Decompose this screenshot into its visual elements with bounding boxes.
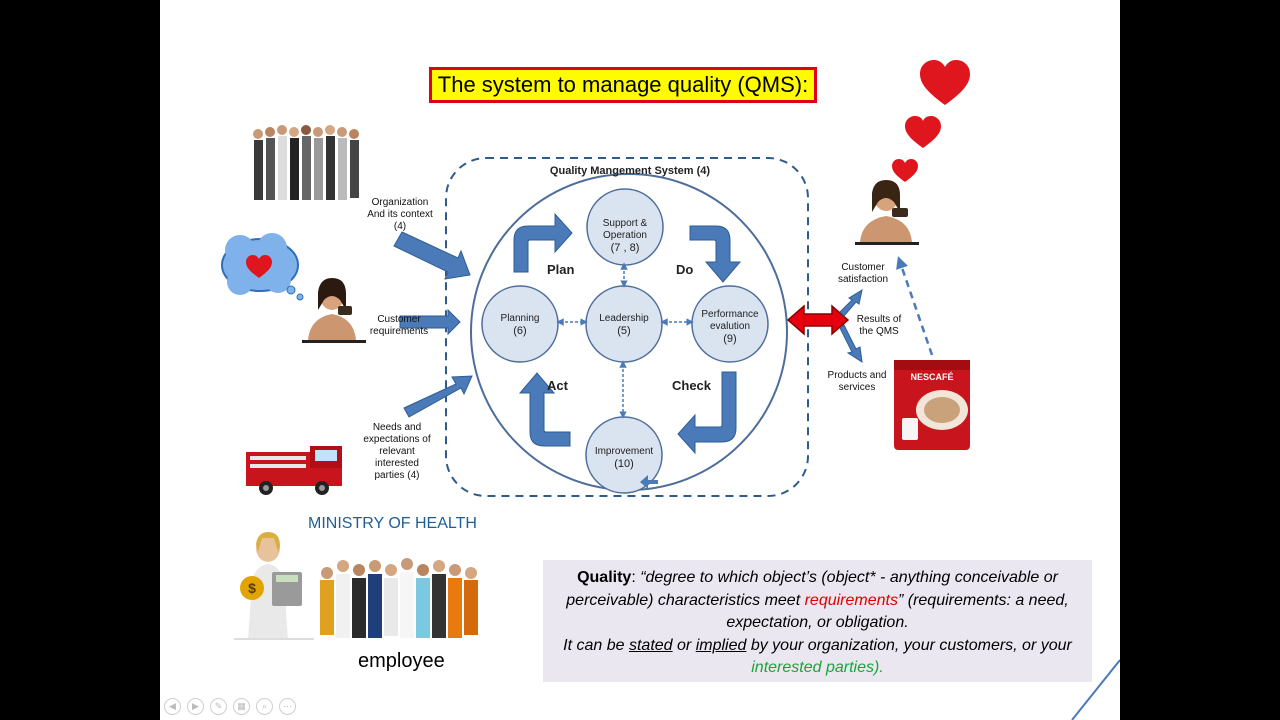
zoom-icon[interactable]: ⌕: [256, 698, 273, 715]
slide-title: The system to manage quality (QMS):: [429, 67, 817, 103]
fire-truck-image: [246, 446, 342, 495]
nescafe-product-image: NESCAFÉ: [894, 360, 970, 450]
stated-word: stated: [628, 636, 673, 654]
interested-parties-word: interested parties).: [751, 659, 884, 676]
customer-input-arrow: [399, 308, 461, 336]
products-output-arrow: [839, 324, 863, 364]
business-woman-image: $: [234, 532, 314, 640]
customer-satisfaction-label: Customer satisfaction: [837, 262, 889, 285]
plan-label: Plan: [547, 262, 575, 277]
slides-grid-icon[interactable]: ▦: [233, 698, 250, 715]
satisfaction-output-arrow: [839, 288, 863, 317]
product-to-customer-arrow: [896, 256, 934, 356]
thought-cloud-icon: [221, 233, 304, 301]
customer-woman-image: [302, 278, 366, 343]
customer-requirements-label: Customer requirements: [369, 314, 429, 337]
next-slide-icon[interactable]: ▶: [187, 698, 204, 715]
leadership-node-label: Leadership (5): [599, 313, 649, 337]
needs-input-arrow: [403, 375, 473, 418]
slideshow-controls: ◀ ▶ ✎ ▦ ⌕ ⋯: [164, 698, 296, 715]
improvement-node-label: Improvement (10): [594, 446, 654, 470]
qms-diagram: NESCAFÉ $: [221, 60, 1120, 720]
more-options-icon[interactable]: ⋯: [279, 698, 296, 715]
do-label: Do: [676, 262, 694, 277]
svg-text:$: $: [248, 580, 256, 596]
satisfied-customer-image: [855, 180, 919, 245]
qms-heading: Quality Mangement System (4): [549, 165, 711, 177]
previous-slide-icon[interactable]: ◀: [164, 698, 181, 715]
organization-people-image: [250, 118, 365, 206]
performance-node-label: Performance evalution (9): [701, 309, 759, 345]
results-of-qms-label: Results of the QMS: [856, 314, 902, 337]
pen-icon[interactable]: ✎: [210, 698, 227, 715]
do-arrow: [689, 225, 742, 283]
improvement-small-arrow: [640, 475, 658, 489]
products-services-label: Products and services: [827, 370, 887, 393]
act-label: Act: [547, 378, 568, 393]
heart-large-icon: [920, 60, 970, 105]
quality-definition-part1: “degree to which object’s (object* - any…: [566, 569, 1058, 609]
check-arrow: [677, 371, 737, 455]
check-label: Check: [672, 378, 712, 393]
org-context-label: Organization And its context (4): [367, 197, 433, 232]
employee-label: employee: [358, 650, 445, 672]
act-arrow: [518, 372, 571, 447]
requirements-word: requirements: [804, 591, 898, 609]
nescafe-brand-text: NESCAFÉ: [910, 372, 953, 382]
org-input-arrow: [393, 231, 471, 280]
quality-definition-box: Quality: “degree to which object’s (obje…: [543, 560, 1092, 682]
support-node-label: Support & Operation (7 , 8): [602, 218, 648, 254]
ministry-label: MINISTRY OF HEALTH: [308, 515, 477, 532]
quality-definition-part2: ” (requirements: a need, expectation, or…: [726, 591, 1069, 632]
quality-term: Quality: [577, 569, 632, 586]
employees-group-image: [320, 558, 478, 638]
heart-small-icon: [892, 159, 918, 182]
interested-parties-label: Needs and expectations of relevant inter…: [363, 422, 431, 481]
results-double-arrow: [786, 304, 850, 336]
planning-node-label: Planning (6): [500, 313, 540, 337]
heart-medium-icon: [905, 116, 941, 148]
implied-word: implied: [695, 636, 747, 654]
slide-corner-line: [1071, 659, 1120, 720]
plan-arrow: [513, 212, 573, 273]
slide: The system to manage quality (QMS):: [160, 0, 1120, 720]
